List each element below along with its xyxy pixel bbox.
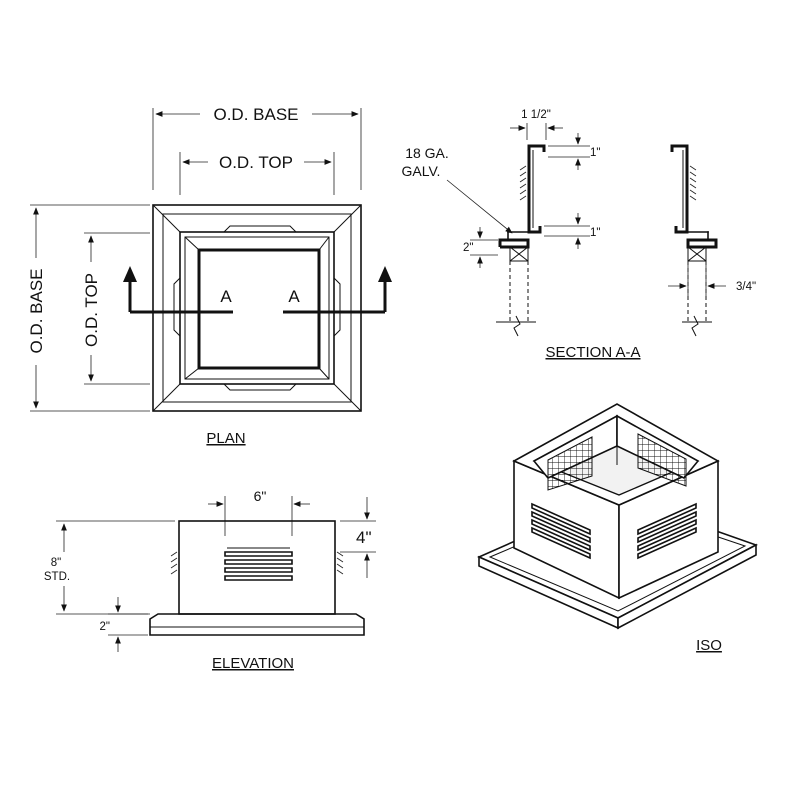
plan-louver-tab-bottom	[223, 383, 297, 391]
section-view: 1 1/2" 1" 1" 18 GA. GALV.	[402, 109, 757, 361]
plan-view: O.D. BASE O.D. TOP O.D. BASE O.D. TOP	[27, 105, 392, 447]
flange-width-label: 1 1/2"	[521, 109, 551, 121]
right-wall-hatching	[689, 165, 697, 201]
section-cut-line: A A	[123, 266, 392, 314]
section-left-base-flange	[498, 238, 530, 249]
plan-top-outline	[179, 231, 335, 385]
iso-mesh-screen-right	[637, 433, 687, 487]
od-base-vertical-dimension: O.D. BASE	[27, 204, 150, 412]
material-type-label: GALV.	[402, 163, 441, 179]
left-nailer	[509, 246, 529, 262]
left-wall-hatching	[519, 165, 527, 201]
section-title: SECTION A-A	[545, 344, 640, 361]
plan-base-inner-edge	[162, 213, 352, 403]
right-nailer	[687, 246, 707, 262]
od-top-label: O.D. TOP	[219, 153, 293, 172]
elevation-left-hatching	[170, 551, 178, 575]
louver-width-label: 6"	[254, 488, 267, 504]
iso-louvers-left	[531, 502, 591, 560]
plan-louver-tab-top	[223, 225, 297, 233]
plan-title: PLAN	[206, 430, 245, 447]
section-mark-left: A	[220, 287, 232, 306]
elevation-view: 6" 4" 8" STD. 2	[44, 488, 376, 672]
iso-view: ISO	[477, 403, 758, 654]
plan-louver-tab-left	[173, 277, 181, 337]
elevation-louvers	[224, 547, 293, 581]
od-top-horizontal-dimension: O.D. TOP	[179, 152, 335, 195]
iso-louvers-right	[637, 502, 697, 560]
top-lip-label: 1"	[590, 147, 600, 159]
section-left-wall	[527, 144, 546, 234]
section-right-base-flange	[686, 238, 718, 249]
plan-base-outline	[152, 204, 362, 412]
bottom-lip-label: 1"	[590, 227, 600, 239]
material-gauge-label: 18 GA.	[405, 145, 449, 161]
elevation-right-hatching	[336, 551, 344, 575]
section-right-wall	[670, 144, 689, 234]
base-flange-height-label: 2"	[100, 621, 110, 633]
louver-height-label: 4"	[356, 528, 372, 547]
section-mark-right: A	[288, 287, 300, 306]
od-top-vertical-dimension: O.D. TOP	[82, 232, 150, 385]
od-base-horizontal-dimension: O.D. BASE	[152, 105, 362, 190]
plan-throat-opening	[197, 248, 321, 370]
material-leader	[446, 179, 513, 234]
base-height-label: 2"	[463, 242, 473, 254]
od-top-vertical-label: O.D. TOP	[82, 273, 101, 347]
elevation-base-flange	[149, 613, 365, 636]
od-base-label: O.D. BASE	[213, 105, 298, 124]
wall-offset-label: 3/4"	[736, 281, 756, 293]
body-height-label: 8"	[51, 557, 61, 569]
iso-mesh-screen-left	[547, 436, 593, 491]
elevation-title: ELEVATION	[212, 655, 294, 672]
iso-base-flange-right	[617, 543, 757, 630]
body-height-std-label: STD.	[44, 571, 70, 583]
iso-title: ISO	[696, 637, 722, 654]
plan-louver-tab-right	[333, 277, 341, 337]
od-base-vertical-label: O.D. BASE	[27, 268, 46, 353]
